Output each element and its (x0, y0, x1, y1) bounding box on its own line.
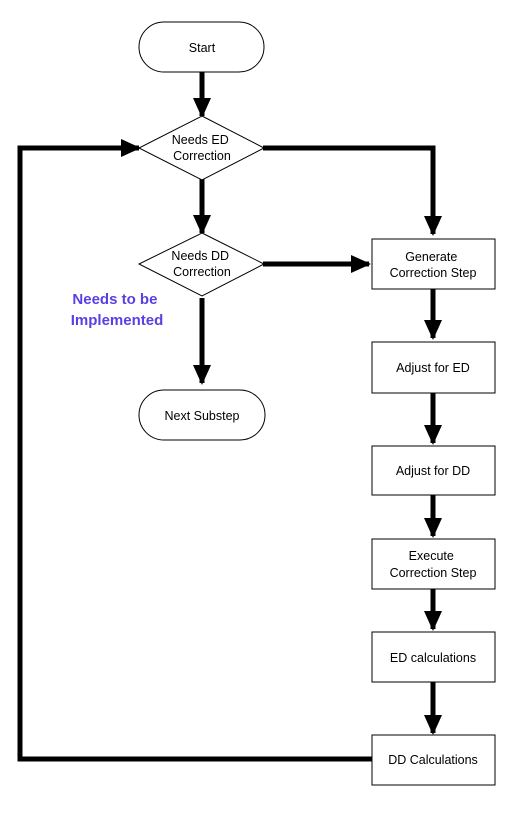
ed-calc-process-shape (371, 631, 496, 683)
generate-label-line-2: Correction Step (390, 266, 477, 280)
start-label: Start (189, 41, 216, 55)
dd-calculations-process: DD Calculations (371, 734, 496, 786)
execute-label-line-1: Execute (409, 549, 454, 563)
execute-label-line-2: Correction Step (390, 566, 477, 580)
connector-dd-calc-loop-to-needs-ed (17, 139, 372, 762)
needs-ed-label: Needs ED Correction (172, 133, 232, 163)
dd-calc-label-line: DD Calculations (388, 753, 478, 767)
needs-ed-decision-shape (137, 115, 266, 181)
note-line-1: Needs to be (72, 291, 157, 308)
next-substep-label: Next Substep (164, 409, 239, 423)
needs-ed-label-line-2: Correction (173, 149, 231, 163)
start-terminal-shape (138, 21, 265, 73)
next-substep-terminal: Next Substep (138, 389, 266, 441)
start-terminal: Start (138, 21, 265, 73)
dd-calc-process-shape (371, 734, 496, 786)
execute-label: Execute Correction Step (390, 549, 477, 580)
ed-calculations-process: ED calculations (371, 631, 496, 683)
adjust-for-dd-process: Adjust for DD (371, 445, 496, 496)
connectors (17, 72, 442, 762)
needs-ed-correction-decision: Needs ED Correction (137, 115, 266, 181)
needs-dd-correction-decision: Needs DD Correction (137, 232, 266, 297)
adjust-ed-label: Adjust for ED (396, 361, 470, 375)
note-line-2: Implemented (71, 312, 164, 329)
needs-dd-label-line-1: Needs DD (171, 249, 229, 263)
next-substep-terminal-shape (138, 389, 266, 441)
generate-label-line-1: Generate (405, 250, 457, 264)
adjust-dd-label: Adjust for DD (396, 464, 470, 478)
connector-needs-ed-to-generate (263, 145, 442, 236)
adjust-for-ed-process: Adjust for ED (371, 341, 496, 394)
adjust-ed-process-shape (371, 341, 496, 394)
next-substep-label-line: Next Substep (164, 409, 239, 423)
generate-process-shape (371, 238, 496, 290)
needs-dd-decision-shape (137, 232, 266, 297)
needs-to-be-implemented-note: Needs to be Implemented (71, 291, 164, 329)
needs-dd-label: Needs DD Correction (171, 249, 232, 279)
start-label-line: Start (189, 41, 216, 55)
adjust-ed-label-line: Adjust for ED (396, 361, 470, 375)
needs-dd-label-line-2: Correction (173, 265, 231, 279)
execute-correction-step-process: Execute Correction Step (371, 538, 496, 590)
ed-calc-label-line: ED calculations (390, 651, 476, 665)
ed-calc-label: ED calculations (390, 651, 476, 665)
adjust-dd-label-line: Adjust for DD (396, 464, 470, 478)
generate-label: Generate Correction Step (390, 250, 477, 280)
needs-ed-label-line-1: Needs ED (172, 133, 229, 147)
generate-correction-step-process: Generate Correction Step (371, 238, 496, 290)
dd-calc-label: DD Calculations (388, 753, 478, 767)
execute-process-shape (371, 538, 496, 590)
adjust-dd-process-shape (371, 445, 496, 496)
